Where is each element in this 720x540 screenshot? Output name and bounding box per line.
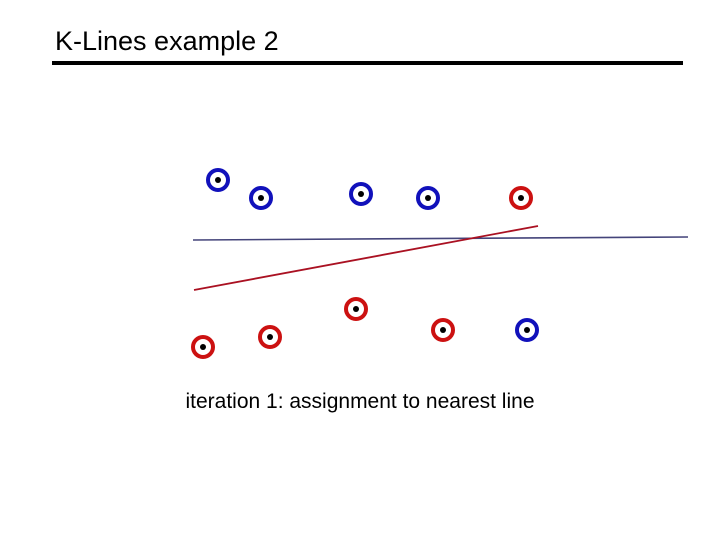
- data-point-marker: [515, 318, 539, 342]
- title-divider: [52, 61, 683, 65]
- data-point-marker: [509, 186, 533, 210]
- marker-center-dot: [358, 191, 364, 197]
- caption-text: iteration 1: assignment to nearest line: [185, 390, 535, 413]
- marker-center-dot: [425, 195, 431, 201]
- fitted-line-red: [193, 225, 539, 291]
- marker-center-dot: [215, 177, 221, 183]
- data-point-marker: [258, 325, 282, 349]
- data-point-marker: [206, 168, 230, 192]
- data-point-marker: [191, 335, 215, 359]
- data-point-marker: [349, 182, 373, 206]
- marker-center-dot: [524, 327, 530, 333]
- data-point-marker: [344, 297, 368, 321]
- data-point-marker: [249, 186, 273, 210]
- data-point-marker: [416, 186, 440, 210]
- page-title: K-Lines example 2: [55, 26, 279, 56]
- marker-center-dot: [267, 334, 273, 340]
- data-point-markers-group: [191, 168, 539, 359]
- marker-center-dot: [440, 327, 446, 333]
- marker-center-dot: [518, 195, 524, 201]
- data-point-marker: [431, 318, 455, 342]
- fitted-lines-group: [192, 225, 689, 291]
- marker-center-dot: [258, 195, 264, 201]
- marker-center-dot: [200, 344, 206, 350]
- fitted-line-blue: [192, 236, 689, 241]
- marker-center-dot: [353, 306, 359, 312]
